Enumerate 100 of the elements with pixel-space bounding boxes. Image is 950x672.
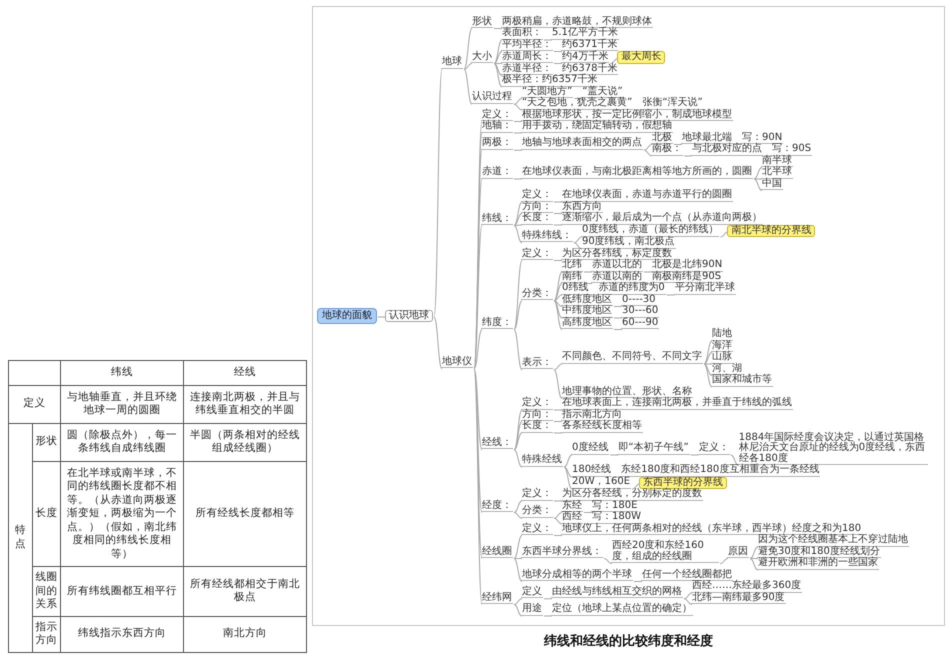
connector-line: [730, 454, 740, 466]
connector-line: [554, 432, 562, 434]
topic-label: 认识过程: [471, 92, 513, 104]
topic-label: 写：90S: [771, 144, 812, 156]
topic-label: 平分南北半球: [674, 283, 736, 294]
connector-line: [514, 121, 522, 122]
topic-label: 纬度：: [481, 318, 513, 329]
topic-label: 约6371千米: [561, 40, 618, 51]
topic-label: 赤道以南的: [591, 272, 643, 283]
connector-line: [684, 592, 692, 600]
topic-label: 与北极对应的点: [691, 144, 763, 156]
connector-line: [494, 51, 502, 64]
topic-label: 赤道的纬度为0: [597, 283, 666, 294]
topic-label: 经度：: [481, 500, 513, 512]
topic-label: 形状: [471, 16, 493, 28]
topic-label: 为区分各纬线，标定度数: [561, 248, 673, 260]
connector-line: [554, 300, 562, 318]
topic-label: 西经: [561, 512, 583, 524]
row-header: 线圈间的关系: [33, 567, 61, 616]
topic-label: 两极：: [481, 138, 513, 150]
topic-label: 赤道周长：: [501, 52, 553, 63]
connector-line: [514, 98, 522, 105]
topic-label: 定义：: [521, 398, 553, 410]
connector-line: [610, 454, 619, 456]
connector-line: [644, 283, 652, 284]
connector-line: [704, 364, 712, 388]
connector-line: [584, 283, 592, 284]
connector-line: [514, 104, 522, 110]
topic-label: 地轴与地球表面相交的两点: [521, 138, 643, 150]
topic-label: 地球: [441, 57, 463, 69]
topic-label: 方向：: [521, 202, 553, 213]
connector-line: [474, 368, 482, 605]
topic-label: 0----30: [621, 294, 657, 306]
connector-line: [734, 144, 742, 145]
topic-label: 中国: [761, 178, 783, 190]
topic-label: 东西方向: [561, 202, 603, 213]
topic-label: 根据地球形状，按一定比例缩小，制成地球模型: [521, 110, 733, 121]
connector-line: [544, 598, 552, 600]
topic-label: 北纬: [561, 260, 583, 272]
connector-line: [554, 294, 562, 302]
connector-line: [494, 63, 502, 64]
connector-line: [564, 454, 572, 468]
topic-label: 定义：: [521, 489, 553, 500]
topic-label: 赤道：: [481, 167, 513, 178]
topic-label: 0度经线: [571, 443, 610, 454]
connector-line: [474, 368, 482, 513]
connector-line: [514, 598, 522, 605]
table-cell: 所有经线都相交于南北极点: [184, 567, 307, 616]
topic-label: 用途: [521, 604, 543, 616]
connector-line: [704, 352, 712, 364]
connector-line: [632, 483, 641, 490]
connector-line: [514, 558, 522, 582]
connector-line: [514, 224, 522, 226]
topic-label: 定义：: [521, 190, 553, 202]
topic-label: 30---60: [621, 306, 660, 318]
connector-line: [514, 300, 522, 330]
connector-line: [610, 58, 619, 64]
connector-line: [754, 167, 762, 180]
topic-label: “天圆地方”: [521, 86, 574, 98]
topic-label: 南纬: [561, 272, 583, 283]
topic-label: 中纬度地区: [561, 306, 613, 318]
connector-line: [514, 150, 522, 151]
connector-line: [554, 300, 562, 330]
topic-label: 任何一个经线圈都把: [641, 570, 733, 581]
topic-label: 0度纬线，赤道（最长的纬线）: [581, 225, 720, 236]
connector-line: [554, 51, 562, 52]
topic-label: 国家和城市等: [711, 375, 773, 386]
topic-label: 经线圈: [481, 546, 513, 558]
topic-label: 在地球仪表面，与南北极距离相等地方所画的，圆圈: [521, 167, 753, 178]
connector-line: [554, 213, 562, 214]
connector-line: [634, 581, 642, 582]
connector-line: [584, 512, 592, 513]
central-topic: 地球的面貌: [317, 308, 377, 324]
connector-line: [514, 213, 522, 226]
topic-label: 在地球表面上，连接南北两极，并垂直于纬线的弧线: [561, 398, 793, 410]
connector-line: [554, 260, 562, 261]
connector-line: [554, 300, 562, 307]
connector-line: [474, 368, 482, 450]
connector-line: [464, 68, 472, 105]
connector-line: [514, 604, 522, 616]
connector-line: [514, 178, 522, 180]
topic-label: 即“本初子午线”: [617, 443, 690, 454]
topic-label: 表示：: [521, 358, 553, 370]
connector-line: [554, 283, 562, 302]
topic-label: 20W，160E: [571, 477, 632, 488]
topic-label: 地轴：: [481, 121, 513, 132]
topic-label: 定义: [521, 586, 543, 598]
table-cell: 连接南北两极，并且与纬线垂直相交的半圆: [184, 386, 307, 424]
callout-note: 南北半球的分界线: [727, 224, 816, 237]
connector-line: [684, 598, 692, 605]
topic-label: 两极稍扁，赤道略鼓，不规则球体: [501, 16, 653, 28]
connector-line: [514, 421, 522, 450]
topic-label: 纬线：: [481, 214, 513, 225]
row-header: 定义: [9, 386, 61, 424]
topic-label: 定义：: [521, 248, 553, 260]
topic-label: 定义：: [698, 443, 730, 454]
topic-label: 长度：: [521, 421, 553, 432]
connector-line: [554, 364, 562, 370]
topic-label: 指示南北方向: [561, 410, 623, 421]
topic-box: 认识地球: [385, 310, 433, 322]
